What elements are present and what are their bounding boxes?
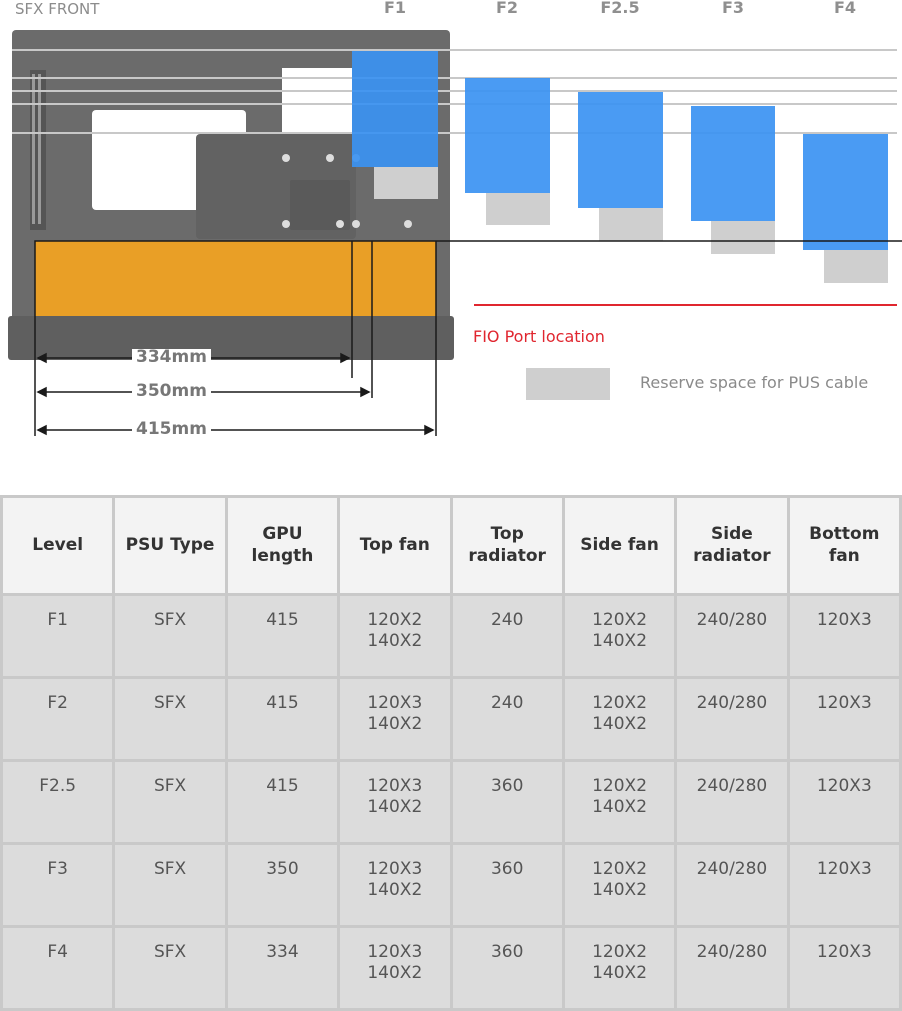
table-cell: F1 [3,596,113,676]
level-label-f4: F4 [833,0,857,17]
gpu-length-markers [34,241,437,436]
radiator-blocks [352,51,888,250]
level-label-f1: F1 [383,0,407,17]
table-cell: SFX [115,679,225,759]
table-cell: 360 [452,762,562,842]
table-cell: F2 [3,679,113,759]
case-drawing [8,30,902,436]
table-cell: SFX [115,928,225,1008]
table-cell: 415 [227,596,338,676]
column-header: Level [3,498,113,593]
level-label-f3: F3 [721,0,745,17]
reserve-legend-label: Reserve space for PUS cable [640,373,869,392]
dimension-arrows [36,352,435,436]
table-cell: SFX [115,845,225,925]
table-cell: SFX [115,762,225,842]
table-cell: 350 [227,845,338,925]
table-cell: 120X3 [789,762,899,842]
reserve-f1 [374,167,438,199]
reserve-f2 [486,193,550,225]
reserve-f2-5 [599,208,663,241]
radiator-f3 [691,106,775,221]
table-cell: 240/280 [677,596,787,676]
table-cell: 120X3 [789,928,899,1008]
table-cell: F2.5 [3,762,113,842]
reserve-legend-swatch [526,368,610,400]
gpu-zone [35,241,436,316]
level-label-f2: F2 [495,0,519,17]
radiator-f4 [803,134,888,250]
table-cell: 415 [227,762,338,842]
table-cell: 240 [452,679,562,759]
table-cell: 120X3 [789,845,899,925]
table-cell: F4 [3,928,113,1008]
level-label-f2-5: F2.5 [600,0,640,17]
dimension-334: 334mm [132,349,211,366]
fio-port-label: FIO Port location [473,327,605,346]
table-cell: 240/280 [677,679,787,759]
table-cell: 240 [452,596,562,676]
table-cell: 360 [452,845,562,925]
table-cell: 415 [227,679,338,759]
column-header: PSU Type [115,498,225,593]
radiator-f2 [465,78,550,193]
table-cell: 240/280 [677,928,787,1008]
case-layout-diagram: SFX FRONT F1 F2 F2.5 F3 F4 334mm 350mm 4… [0,0,902,460]
table-cell: 360 [452,928,562,1008]
table-cell: 240/280 [677,845,787,925]
dimension-350: 350mm [132,383,211,400]
table-cell: 334 [227,928,338,1008]
sfx-front-label: SFX FRONT [15,0,100,18]
vent-grille [30,70,46,230]
tray-inner [290,180,350,230]
reserve-f3 [711,221,775,254]
column-header: Top fan [340,498,450,593]
table-cell: SFX [115,596,225,676]
dimension-415: 415mm [132,421,211,438]
table-cell: 120X3 [789,596,899,676]
table-cell: 240/280 [677,762,787,842]
radiator-f1 [352,51,438,167]
radiator-f2-5 [578,92,663,208]
column-header: Side fan [564,498,675,593]
gpu-outline [34,240,902,316]
table-cell: 120X3 [789,679,899,759]
table-cell: F3 [3,845,113,925]
reserve-blocks [374,167,888,283]
reserve-f4 [824,250,888,283]
chassis-foot [8,316,454,360]
